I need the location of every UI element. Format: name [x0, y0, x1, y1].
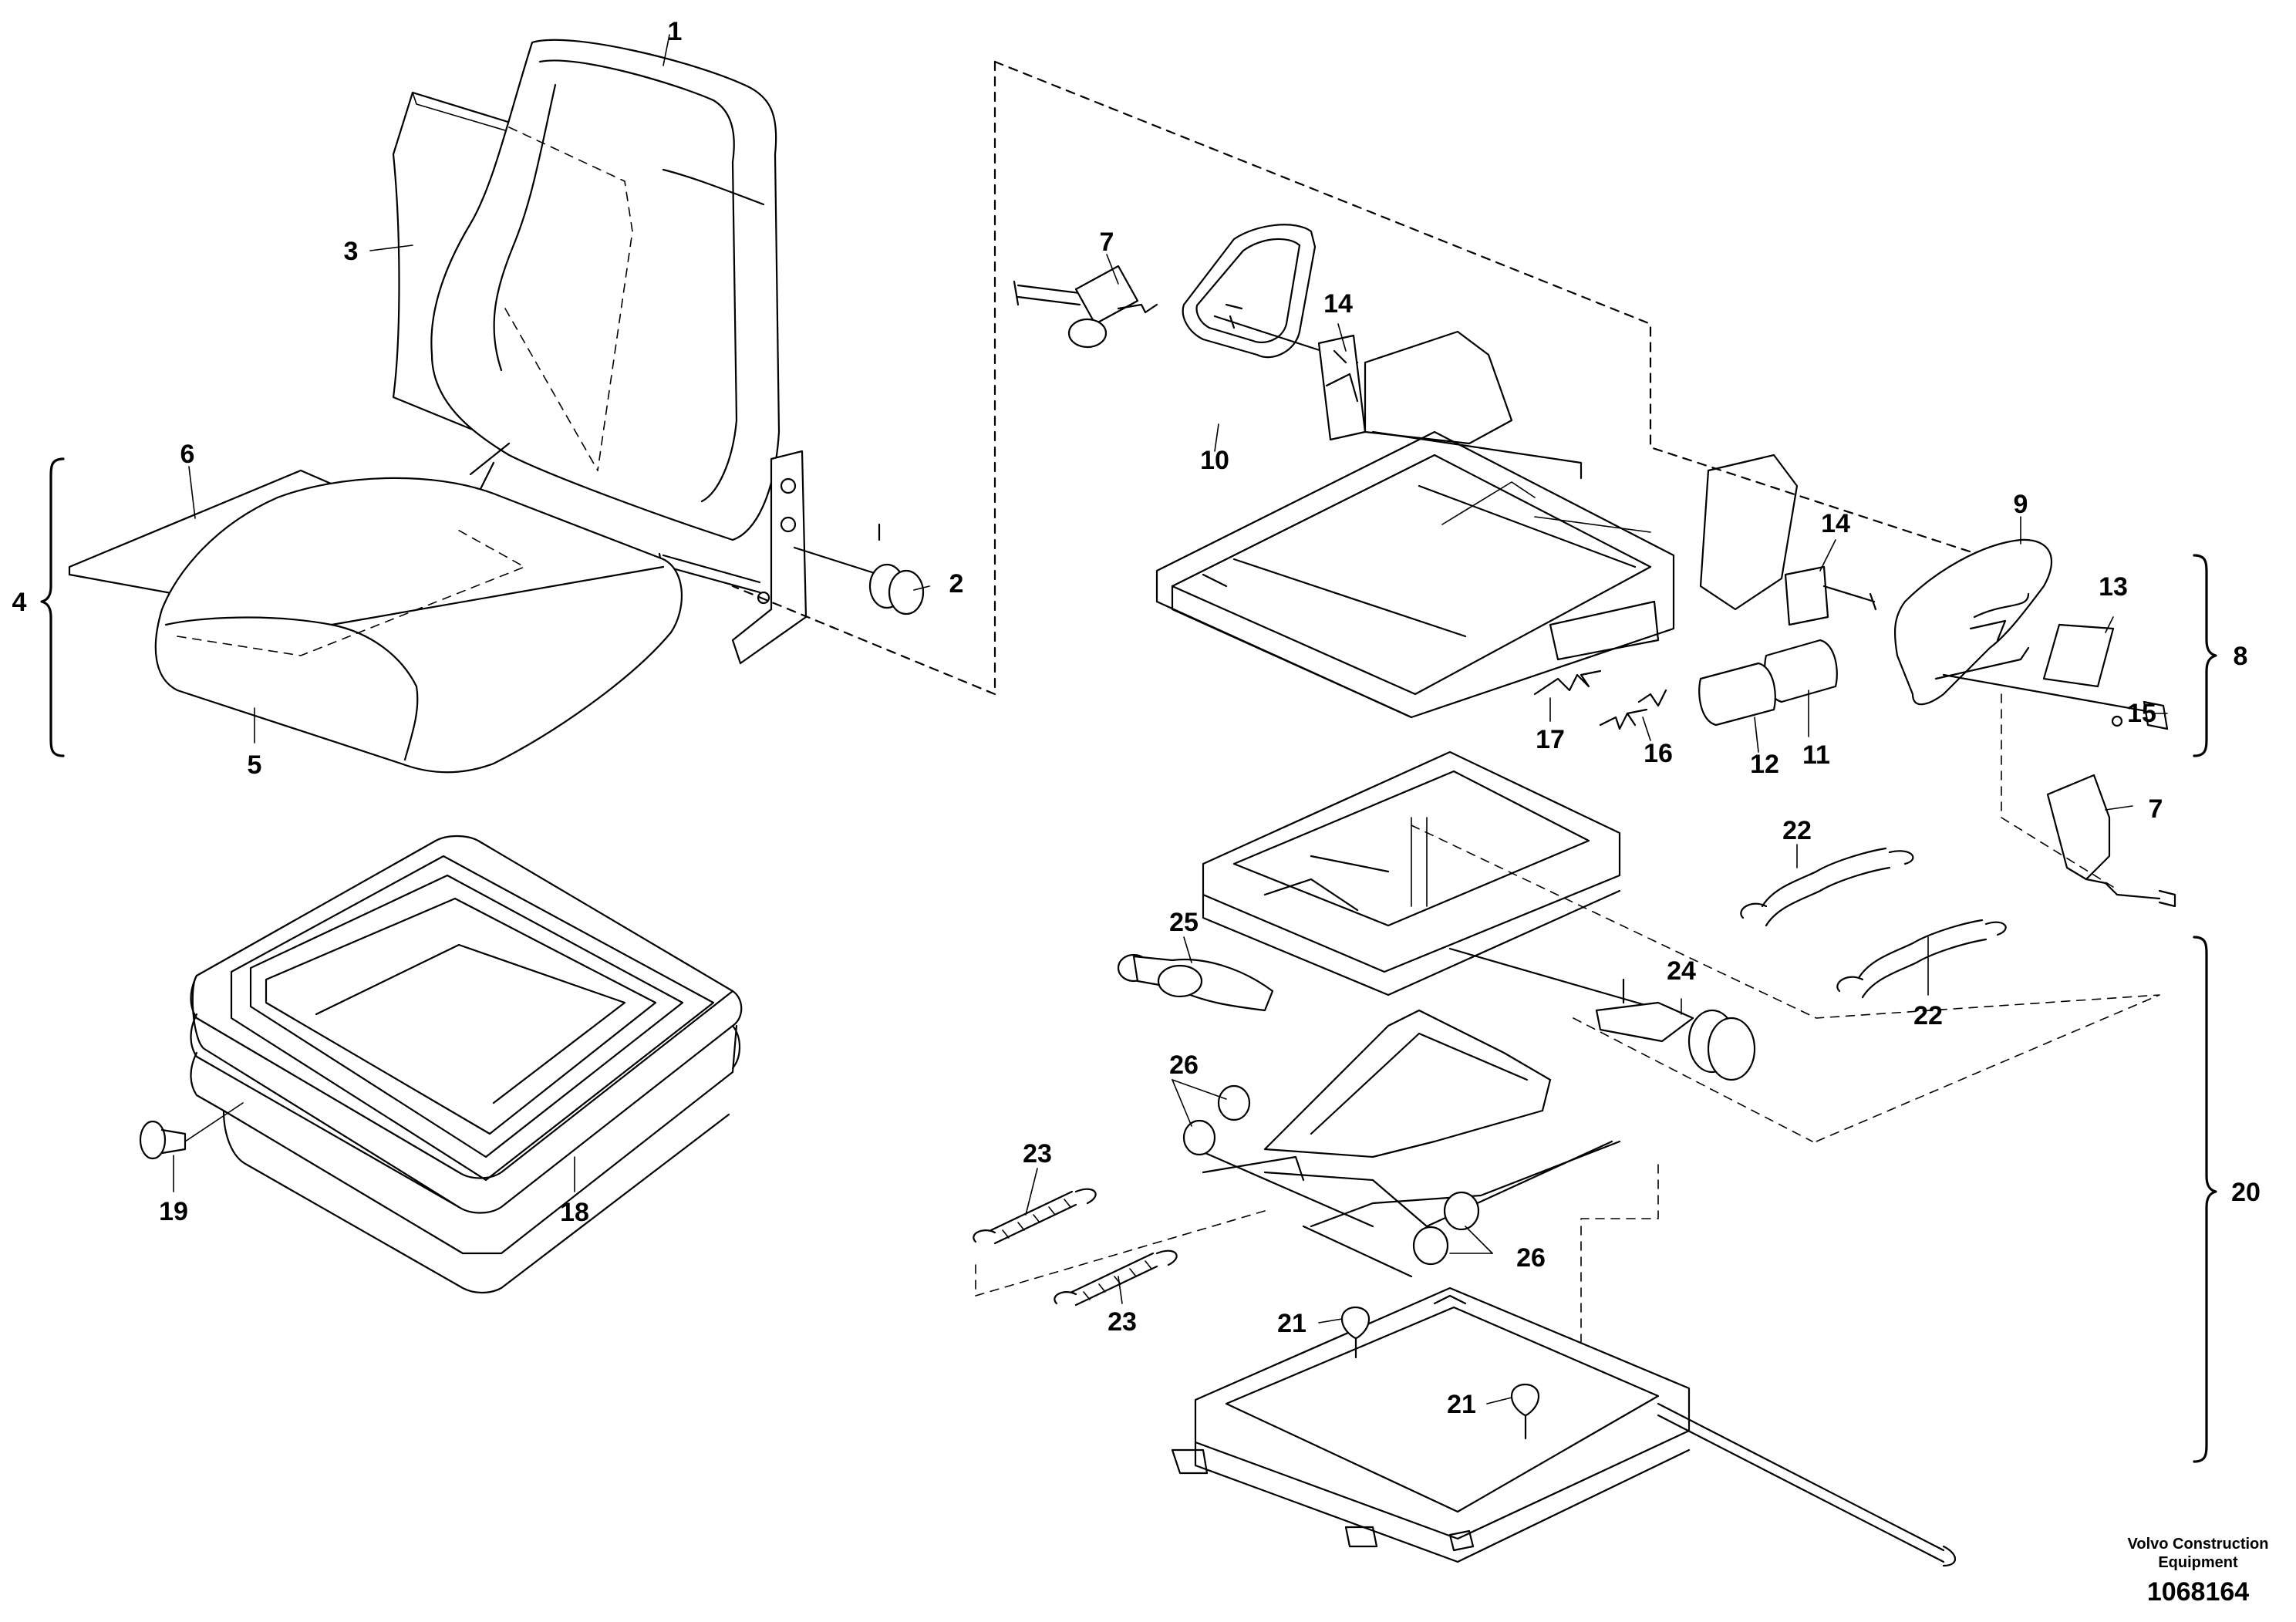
- leader-dashed-back: [731, 60, 996, 696]
- callout-17: 17: [1536, 725, 1565, 754]
- armrest-right: [1893, 538, 2053, 706]
- credit-line-1: Volvo Construction: [2127, 1536, 2269, 1553]
- callout-26-upper: 26: [1169, 1050, 1199, 1080]
- hinge-bracket: [731, 450, 807, 665]
- armrest-clamp-left: [1013, 265, 1158, 349]
- base-frame: [1171, 1286, 1957, 1567]
- adjustment-knob: [793, 523, 925, 615]
- callout-11: 11: [1802, 740, 1830, 770]
- bellows: [190, 835, 743, 1294]
- callout-12: 12: [1750, 750, 1779, 779]
- brace-group-20: [2193, 936, 2217, 1463]
- callout-7-right: 7: [2149, 794, 2163, 824]
- callout-6: 6: [180, 440, 195, 469]
- callout-13: 13: [2099, 572, 2128, 602]
- knob-21-b: [1510, 1384, 1540, 1440]
- callout-21-upper: 21: [1277, 1309, 1306, 1338]
- belt-buckle-right: [2001, 693, 2176, 908]
- document-number: 1068164: [2146, 1577, 2250, 1607]
- callout-16: 16: [1644, 739, 1673, 768]
- tension-spring-23a: [973, 1188, 1097, 1245]
- callout-25: 25: [1169, 908, 1199, 937]
- knob-21-a: [1340, 1307, 1371, 1359]
- callout-21-lower: 21: [1447, 1390, 1476, 1419]
- mounting-plate-right: [1784, 565, 1877, 626]
- armrest-pad: [2042, 623, 2115, 688]
- callout-10: 10: [1200, 446, 1229, 475]
- callout-23-lower: 23: [1108, 1307, 1137, 1337]
- callout-14-right: 14: [1821, 509, 1850, 538]
- leader-dashed-armrest: [993, 60, 2018, 568]
- tension-spring-22a: [1740, 847, 1914, 927]
- callout-22-upper: 22: [1782, 816, 1812, 845]
- height-knob-24: [1448, 947, 1813, 1142]
- callout-4: 4: [12, 588, 27, 617]
- slide-frame: [1155, 330, 1799, 719]
- credit-line-2: Equipment: [2158, 1554, 2238, 1571]
- callout-15: 15: [2127, 699, 2156, 728]
- mounting-plate-left: [1317, 334, 1367, 441]
- callout-26-lower: 26: [1516, 1243, 1546, 1273]
- callout-20: 20: [2231, 1178, 2261, 1207]
- callout-labels: 1 2 3 4 5 6 7 7 8 9 10 11 12 13 14 14 15…: [12, 17, 2261, 1419]
- seat-cushion: [154, 477, 683, 774]
- brace-group-8: [2193, 554, 2217, 757]
- small-spring-17: [1533, 669, 1602, 696]
- callout-5: 5: [248, 750, 262, 780]
- handle-cover-12: [1698, 662, 1776, 727]
- brace-group-4: [40, 457, 65, 757]
- callout-2: 2: [949, 569, 964, 599]
- callout-24: 24: [1667, 956, 1696, 986]
- small-spring-16: [1599, 689, 1667, 730]
- callout-14-left: 14: [1323, 289, 1353, 319]
- callout-8: 8: [2234, 642, 2248, 671]
- callout-23-upper: 23: [1023, 1139, 1052, 1168]
- callout-9: 9: [2014, 490, 2028, 519]
- pin-with-retainer: [1942, 673, 2169, 730]
- leader-lines: [173, 34, 2168, 1404]
- scissor-linkage: [1186, 1009, 1659, 1389]
- tension-spring-23b: [975, 1210, 1266, 1307]
- callout-19: 19: [159, 1197, 188, 1226]
- tension-spring-22b: [1836, 919, 2007, 999]
- bushings-26: [1182, 1084, 1480, 1266]
- armrest-left: [1182, 224, 1359, 364]
- callout-1: 1: [668, 17, 683, 46]
- callout-18: 18: [560, 1198, 589, 1227]
- callout-22-lower: 22: [1913, 1001, 1943, 1030]
- handle-cap-25: [1117, 953, 1274, 1012]
- callout-3: 3: [344, 237, 359, 266]
- callout-7-top: 7: [1100, 228, 1114, 257]
- clip-fastener: [139, 1102, 244, 1160]
- suspension-upper-frame: [1202, 750, 2160, 1142]
